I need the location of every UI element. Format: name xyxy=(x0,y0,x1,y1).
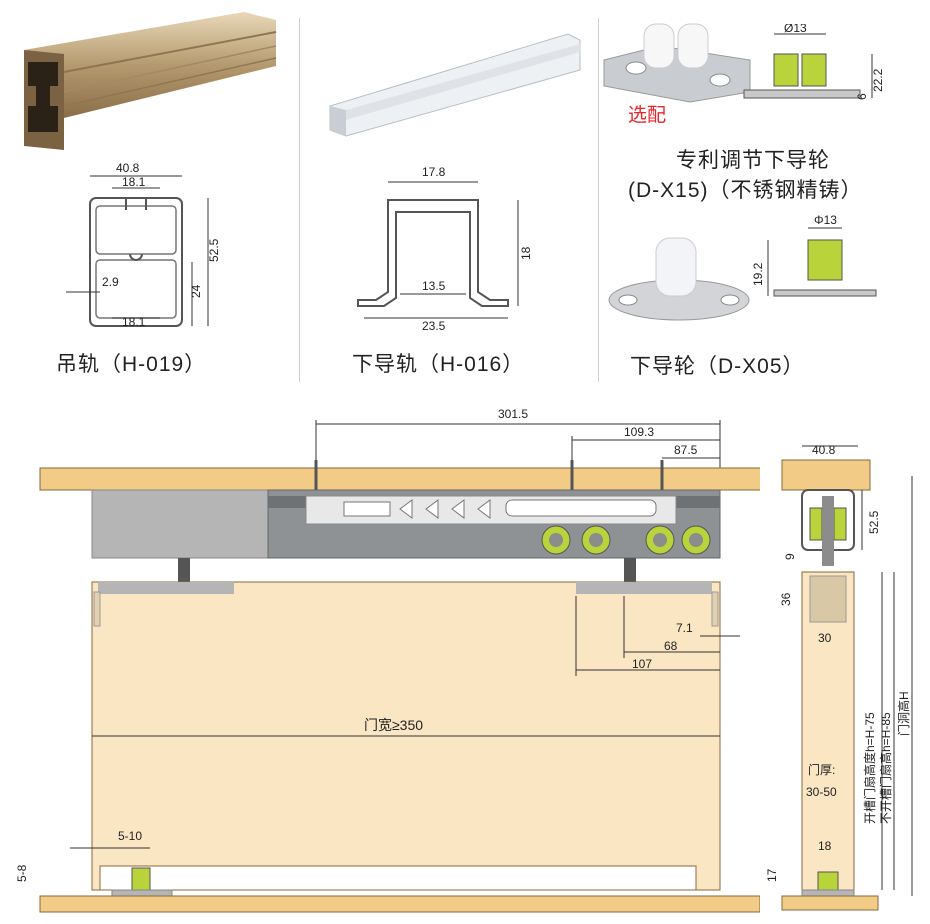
x05-dim-h: 19.2 xyxy=(751,262,765,286)
x15-caption-line1: 专利调节下导轮 xyxy=(676,149,830,172)
optional-label: 选配 xyxy=(628,105,667,126)
front-dim-5-8: 5-8 xyxy=(15,864,29,882)
front-dim-87: 87.5 xyxy=(674,443,698,457)
front-dim-301: 301.5 xyxy=(498,407,528,421)
track-dim-h: 18 xyxy=(519,246,533,260)
x15-dim-dia: Ø13 xyxy=(784,24,807,35)
track-dim-base: 23.5 xyxy=(422,319,446,333)
x05-dim-dia: Φ13 xyxy=(814,214,837,227)
side-dim-36: 36 xyxy=(779,592,793,606)
side-dim-18: 18 xyxy=(818,839,832,853)
side-opening-h: 门洞高H xyxy=(896,691,911,736)
rail-profile-drawing: 40.8 18.1 52.5 24 2.9 18.1 xyxy=(66,161,221,329)
rail-dim-slot-bottom: 18.1 xyxy=(122,315,146,329)
side-h-ungrooved: 不开槽门扇高h=H-85 xyxy=(878,712,893,824)
track-dim-top: 17.8 xyxy=(422,165,446,179)
front-dim-109: 109.3 xyxy=(624,425,654,439)
rail-dim-h: 52.5 xyxy=(207,238,221,262)
track-caption: 下导轨（H-016） xyxy=(352,353,525,376)
side-view-drawing: 40.8 52.5 9 36 30 门厚: 30-50 18 17 开槽门扇高度… xyxy=(765,443,913,911)
side-thickness-label: 门厚: xyxy=(808,762,835,777)
front-dim-107: 107 xyxy=(632,657,652,671)
rail-caption: 吊轨（H-019） xyxy=(56,353,207,376)
track-photo xyxy=(329,33,581,137)
side-thickness-value: 30-50 xyxy=(806,785,837,799)
guide-x05-drawing: Φ13 19.2 xyxy=(751,214,877,297)
x15-dim-h: 22.2 xyxy=(871,68,885,92)
rail-dim-lower: 24 xyxy=(189,284,203,298)
side-dim-40: 40.8 xyxy=(812,443,836,457)
rail-photo xyxy=(24,12,277,150)
guide-x15-photo xyxy=(603,23,751,103)
side-dim-52: 52.5 xyxy=(867,510,881,534)
track-profile-drawing: 17.8 18 13.5 23.5 xyxy=(357,165,533,333)
rail-dim-slot-top: 18.1 xyxy=(122,175,146,189)
x05-caption: 下导轮（D-X05） xyxy=(630,355,805,378)
side-dim-30: 30 xyxy=(818,631,832,645)
front-view-drawing: 301.5 109.3 87.5 7.1 68 107 门宽≥350 5- xyxy=(15,407,760,913)
side-dim-17: 17 xyxy=(765,868,779,882)
guide-x15-drawing: Ø13 22.2 6 xyxy=(743,24,885,100)
side-h-grooved: 开槽门扇高度h=H-75 xyxy=(862,712,877,824)
rail-dim-gap: 2.9 xyxy=(102,275,119,289)
rail-dim-w: 40.8 xyxy=(116,161,140,175)
guide-x05-photo xyxy=(608,237,750,321)
x15-dim-base: 6 xyxy=(855,93,869,100)
front-dim-5-10: 5-10 xyxy=(118,829,142,843)
x15-caption-line2: (D-X15)（不锈钢精铸） xyxy=(628,179,863,202)
track-dim-inner: 13.5 xyxy=(422,279,446,293)
divider-left xyxy=(299,18,300,382)
front-dim-7: 7.1 xyxy=(676,621,693,635)
front-dim-68: 68 xyxy=(664,639,678,653)
divider-right xyxy=(598,18,599,382)
door-width-label: 门宽≥350 xyxy=(364,717,423,733)
side-dim-9: 9 xyxy=(783,553,797,560)
